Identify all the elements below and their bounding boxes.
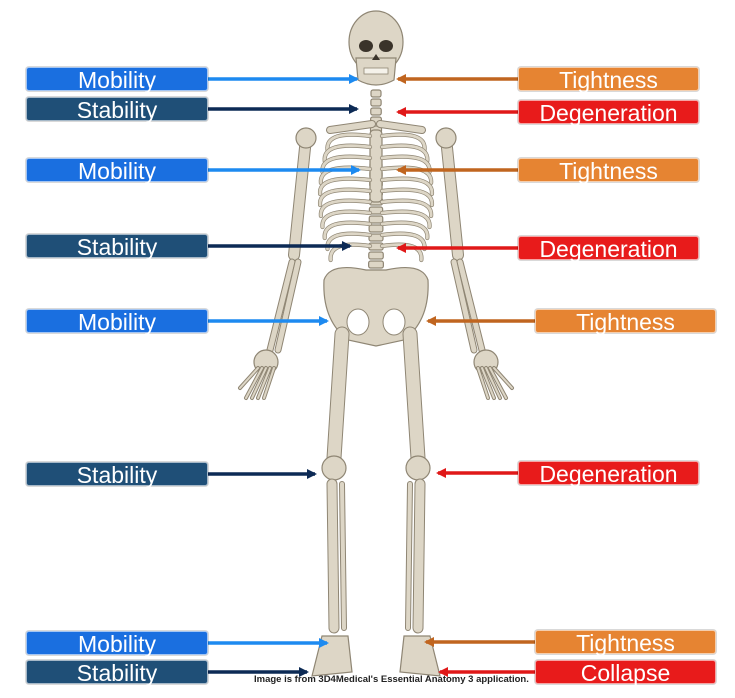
label-right-4: Degeneration: [518, 236, 699, 261]
right-rib: [380, 133, 426, 152]
left-rib: [318, 188, 372, 207]
right-fibula: [406, 482, 412, 630]
label-left-2: Stability: [26, 97, 208, 122]
left-finger: [245, 367, 263, 399]
left-rib: [319, 199, 372, 218]
right-clavicle: [377, 121, 425, 133]
teeth: [363, 67, 389, 75]
vertebra: [370, 107, 382, 116]
left-humerus: [289, 133, 311, 260]
right-ulna: [451, 259, 477, 353]
right-humerus: [441, 133, 463, 260]
right-eye-socket: [379, 40, 393, 52]
right-shoulder-joint: [435, 127, 457, 149]
left-tibia: [327, 479, 339, 633]
left-fibula: [340, 482, 346, 630]
vertebra: [368, 206, 384, 215]
label-right-5: Tightness: [535, 309, 716, 334]
left-finger: [257, 367, 271, 399]
left-obturator: [346, 308, 370, 336]
label-left-6: Stability: [26, 462, 208, 487]
left-finger: [263, 367, 275, 399]
right-rib: [380, 177, 434, 196]
left-rib: [321, 210, 372, 229]
left-rib: [323, 221, 372, 240]
vertebra: [368, 224, 384, 233]
label-right-7: Tightness: [535, 630, 716, 655]
label-right-3: Tightness: [518, 158, 699, 183]
label-left-7: Mobility: [26, 631, 208, 656]
label-left-1: Mobility: [26, 67, 208, 92]
nasal-cavity: [372, 54, 380, 60]
left-rib: [318, 177, 372, 196]
label-right-8: Collapse: [535, 660, 716, 685]
right-obturator: [382, 308, 406, 336]
right-femur: [403, 327, 425, 465]
right-finger: [477, 367, 489, 399]
left-rib: [323, 144, 372, 163]
left-radius: [267, 259, 295, 353]
label-left-4: Stability: [26, 234, 208, 259]
label-right-2: Degeneration: [518, 100, 699, 125]
right-rib: [380, 199, 433, 218]
sternum: [369, 129, 383, 203]
label-left-5: Mobility: [26, 309, 208, 334]
vertebra: [368, 233, 384, 242]
vertebra: [368, 260, 384, 269]
right-rib: [380, 144, 429, 163]
right-finger: [485, 367, 501, 399]
right-rib: [380, 232, 426, 251]
right-finger: [493, 367, 513, 389]
right-rib: [380, 221, 429, 240]
left-ulna: [275, 259, 301, 353]
right-rib: [380, 210, 431, 229]
right-knee: [405, 455, 431, 481]
label-left-3: Mobility: [26, 158, 208, 183]
left-knee: [321, 455, 347, 481]
right-finger: [489, 367, 507, 399]
vertebra: [368, 251, 384, 260]
right-rib: [380, 188, 434, 207]
left-femur: [327, 327, 349, 465]
vertebra: [370, 98, 382, 107]
left-eye-socket: [359, 40, 373, 52]
vertebra: [368, 215, 384, 224]
left-finger: [239, 367, 259, 389]
left-finger: [251, 367, 267, 399]
vertebra: [370, 89, 382, 98]
right-tibia: [413, 479, 425, 633]
label-right-1: Tightness: [518, 67, 699, 92]
label-left-8: Stability: [26, 660, 208, 685]
label-right-6: Degeneration: [518, 461, 699, 486]
left-clavicle: [327, 121, 375, 133]
image-credit: Image is from 3D4Medical's Essential Ana…: [254, 674, 529, 685]
right-finger: [481, 367, 495, 399]
right-radius: [457, 259, 485, 353]
left-rib: [326, 133, 372, 152]
left-shoulder-joint: [295, 127, 317, 149]
